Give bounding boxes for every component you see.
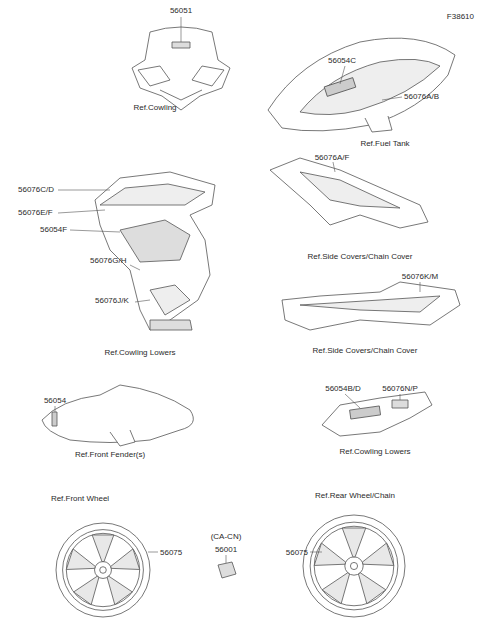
callout-number: 56001 [215,545,237,554]
reference-note: Ref.Cowling Lowers [339,447,410,456]
reference-note: Ref.Fuel Tank [360,139,409,148]
callout-number: F38610 [447,12,474,21]
side-cover [270,158,428,228]
side-cover [282,282,460,330]
callout-number: 56076K/M [402,272,438,281]
reference-note: Ref.Cowling [133,103,176,112]
callout-number: 56076A/B [404,92,439,101]
callout-number: 56054F [40,225,67,234]
callout-number: 56054B/D [325,384,361,393]
callout-number: 56054C [328,56,356,65]
decal [218,562,236,578]
callout-number: 56076G/H [90,256,126,265]
reference-note: Ref.Side Covers/Chain Cover [313,346,418,355]
leader-lines [55,17,420,563]
callout-number: 56076C/D [18,185,54,194]
rear-wheel [303,515,405,617]
callout-number: 56076A/F [315,153,350,162]
reference-note: Ref.Side Covers/Chain Cover [308,252,413,261]
callout-number: 56075 [286,548,308,557]
fuel-tank [268,38,455,131]
callout-number: 56051 [170,6,192,15]
reference-note: Ref.Front Fender(s) [75,450,145,459]
reference-note: Ref.Rear Wheel/Chain [315,491,395,500]
callout-number: (CA-CN) [211,532,242,541]
callout-number: 56076E/F [18,208,53,217]
front-wheel [56,523,150,617]
callout-number: 56054 [44,396,66,405]
callout-number: 56076J/K [95,296,129,305]
callout-number: 56075 [160,548,182,557]
decal [172,42,190,48]
cowling-lower [95,172,215,330]
headlight [138,66,224,86]
cowling-lower [322,392,432,436]
callout-number: 56076N/P [382,384,418,393]
reference-note: Ref.Front Wheel [51,494,109,503]
reference-note: Ref.Cowling Lowers [104,348,175,357]
